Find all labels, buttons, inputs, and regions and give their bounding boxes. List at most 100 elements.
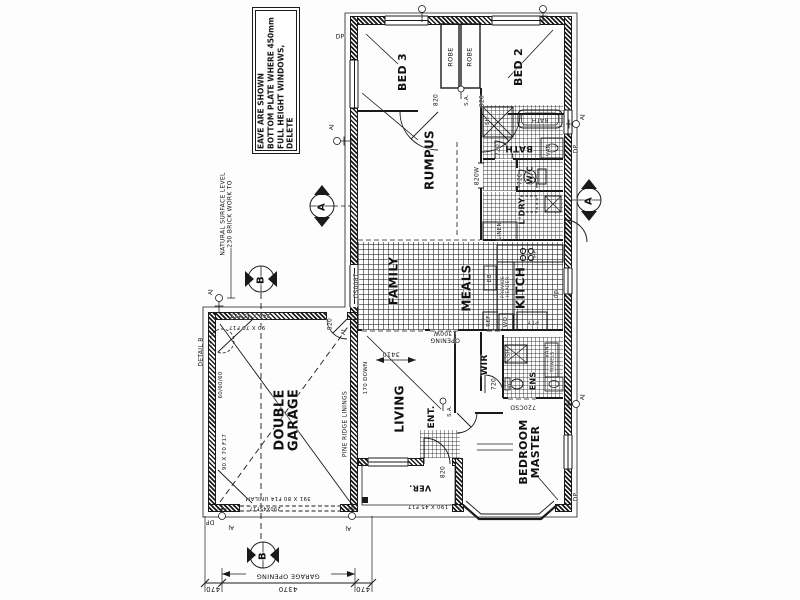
section-marker-a-right-symbol [576,179,602,221]
section-marker-a-left: A [316,202,328,212]
room-wc: W/C [525,165,535,185]
toilet-wc [523,168,547,185]
room-linen: LINEN [496,222,503,240]
tiles-kitchen [497,242,563,330]
tiles-laundry [483,192,563,240]
note-detail-b: DETAIL B [197,337,205,367]
cooktop [519,247,535,262]
room-wir: WIR [480,354,491,376]
door-820-bed2: 820 [478,94,486,108]
linen-cupboard [482,221,518,241]
door-1800sd: 1800SD [351,273,359,299]
fixture-bathtub: BATH [531,116,549,124]
detail-b-circle [209,328,235,354]
downpipe-kitchen: dp [552,289,560,299]
room-rumpus: RUMPUS [422,130,437,190]
wall-oven [498,313,514,331]
note-170-down: 170 DOWN [362,361,369,395]
washing-machine [520,195,538,213]
room-ent: ENT. [427,405,438,429]
note-provide-header: PROVIDE HEADER [501,275,511,299]
shower-ens [504,344,528,364]
bathtub [517,109,563,129]
tiles-family-meals [358,242,497,330]
room-bed3: BED 3 [395,52,409,92]
section-marker-b-bottom: B [257,552,269,560]
room-bath: BATH [505,142,533,153]
fixture-wall-oven: WO [502,316,509,328]
note-natural-surface: NATURAL SURFACE LEVEL 230 BRICK WORK TO [219,172,233,256]
dim-470-right: 470 [355,584,371,593]
fixture-hotplates: HP [532,250,539,258]
room-double-garage: DOUBLE GARAGE [272,388,302,452]
fixture-towels-ens: TOWELS [550,351,556,373]
section-marker-a-left-symbol [309,185,335,227]
garage-door-opening [240,505,340,512]
fixture-vanity-bath: VAN [545,143,552,157]
smoke-alarm-entry: S.A. [446,405,453,417]
note-pine-ridge-linings: PINE RIDGE LININGS [341,390,349,458]
door-arcs [326,111,588,465]
room-meals: MEALS [459,264,474,312]
section-marker-a-right: A [583,196,595,206]
door-720-bath: 720 [494,143,502,157]
pantry [516,311,548,331]
room-bed2: BED 2 [511,47,525,87]
note-text: EAVE ARE SHOWN BOTTOM PLATE WHERE 450mm … [256,16,295,149]
aj-garage-top-left: AJ [207,289,214,295]
window-rumpus [349,59,359,109]
aj-garage-bottom-left: AJ [228,524,234,531]
beam-240x45-f17: 240 X 45 F17 [229,312,271,319]
window-master [563,434,573,470]
dim-3410: 3410 [382,350,400,359]
beam-190x45-f17: 190 X 45 F17 [407,503,449,510]
room-ens: ENS [528,371,538,391]
fixture-pantry: PTY [527,318,539,326]
aj-left-wall: AJ [328,124,335,130]
section-marker-b-bottom-symbol [247,541,279,569]
beam-90x70-f17-left: 90 X 70 F17 [221,433,228,471]
window-bath [563,109,573,135]
dim-4370: 4370 [278,584,298,593]
room-kitch: KITCH [513,266,528,310]
opening-1300w: OPENING 1300W [430,330,460,344]
eave-outline [202,12,578,518]
note-box: EAVE ARE SHOWN BOTTOM PLATE WHERE 450mm … [252,7,300,154]
room-ver: VER. [408,483,432,493]
verandah-slab [361,466,456,506]
vanity-bath [540,137,564,159]
fixture-shower-bath: SH [484,116,491,126]
fixture-breakfast-bar: BB [486,273,493,283]
door-720-wir: 720 [490,377,498,391]
fixture-wc-ens: WC [507,381,514,391]
window-living-front [367,457,409,467]
downpipe-garage: DP [205,518,215,526]
aj-right-top: AJ [579,114,586,120]
room-master-bedroom: BEDROOM MASTER [516,419,542,485]
garage-opening-label: GARAGE OPENING [256,572,320,581]
section-marker-b-top: B [255,276,267,284]
room-family: FAMILY [386,256,401,306]
shower-bath [482,106,514,138]
downpipe-right-bottom: DP [572,492,580,502]
fixture-fridge: REF [485,315,492,327]
window-kitchen [563,267,573,295]
door-720-wc: 720 [516,172,524,186]
downpipe-right-top: DP [572,144,580,154]
vanity-ens [544,376,564,392]
toilet-ens [504,377,524,391]
bay-window [462,500,558,521]
dim-470-left: 470 [205,584,221,593]
sliding-door-1800sd [349,265,359,307]
fridge-space [482,311,498,331]
wall-garage-bottom-right [340,504,358,512]
beam-391x80-f14-unilam: 391 X 80 F14 UNILAM [245,495,311,502]
door-820-entry: 820 [439,465,447,479]
laundry-tub [544,195,562,213]
note-60-60-60: 60/60/60 [217,371,224,399]
wall-garage-top-b [347,312,358,320]
door-720csd-ens: 720CSD [510,403,536,411]
aj-garage-bottom-right: AJ [345,525,351,532]
window-bed2 [491,15,541,26]
